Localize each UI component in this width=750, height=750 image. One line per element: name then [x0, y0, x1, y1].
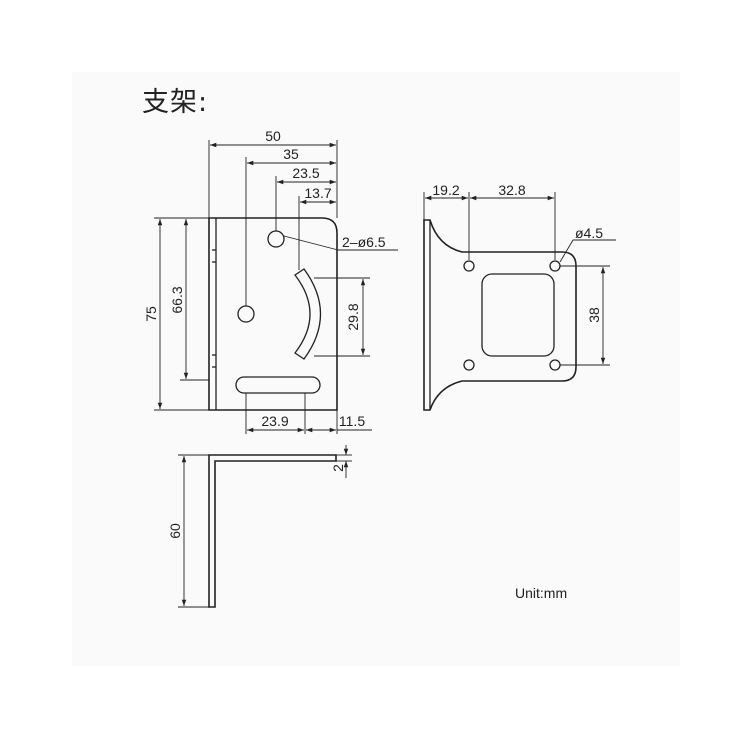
dim-height-total: 75	[143, 306, 159, 322]
dim-hole-callout: 2–ø6.5	[342, 234, 386, 250]
drawing-panel	[72, 72, 680, 666]
plate-hole	[463, 260, 475, 272]
dim-hole-spacing-v: 38	[586, 307, 602, 323]
unit-note: Unit:mm	[515, 585, 567, 601]
dim-edge-to-hole: 19.2	[432, 182, 459, 198]
upper-mount-hole	[267, 230, 285, 248]
side-view-bracket	[208, 454, 337, 608]
dim-to-upper-hole: 23.5	[292, 165, 319, 181]
dim-side-thickness: 2	[330, 464, 346, 472]
dim-width-total: 50	[265, 128, 281, 144]
dim-height-inner: 66.3	[169, 286, 185, 313]
front-view-bracket	[208, 217, 338, 411]
dim-to-arc-slot: 13.7	[304, 185, 331, 201]
dim-arc-slot-span: 29.8	[345, 303, 361, 330]
plate-view-bracket	[423, 219, 577, 411]
center-mount-hole	[237, 305, 255, 323]
dim-bottom-slot-length: 23.9	[261, 413, 288, 429]
plate-hole	[549, 359, 561, 371]
dim-to-center-hole: 35	[283, 146, 299, 162]
plate-hole	[549, 260, 561, 272]
arc-slot	[294, 268, 322, 360]
dim-bottom-slot-offset: 11.5	[339, 413, 365, 429]
side-view-dimension-lines	[178, 445, 352, 608]
dim-hole-spacing-h: 32.8	[498, 182, 525, 198]
plate-view-dimension-lines	[423, 192, 616, 366]
front-view-extension-lines	[154, 140, 370, 434]
plate-hole	[463, 359, 475, 371]
page-title: 支架:	[142, 87, 209, 118]
front-view-dimension-lines	[157, 142, 398, 433]
bottom-slot	[235, 376, 321, 394]
center-window	[481, 273, 555, 357]
dim-side-height: 60	[167, 523, 183, 539]
dim-hole-diameter: ø4.5	[575, 225, 603, 241]
